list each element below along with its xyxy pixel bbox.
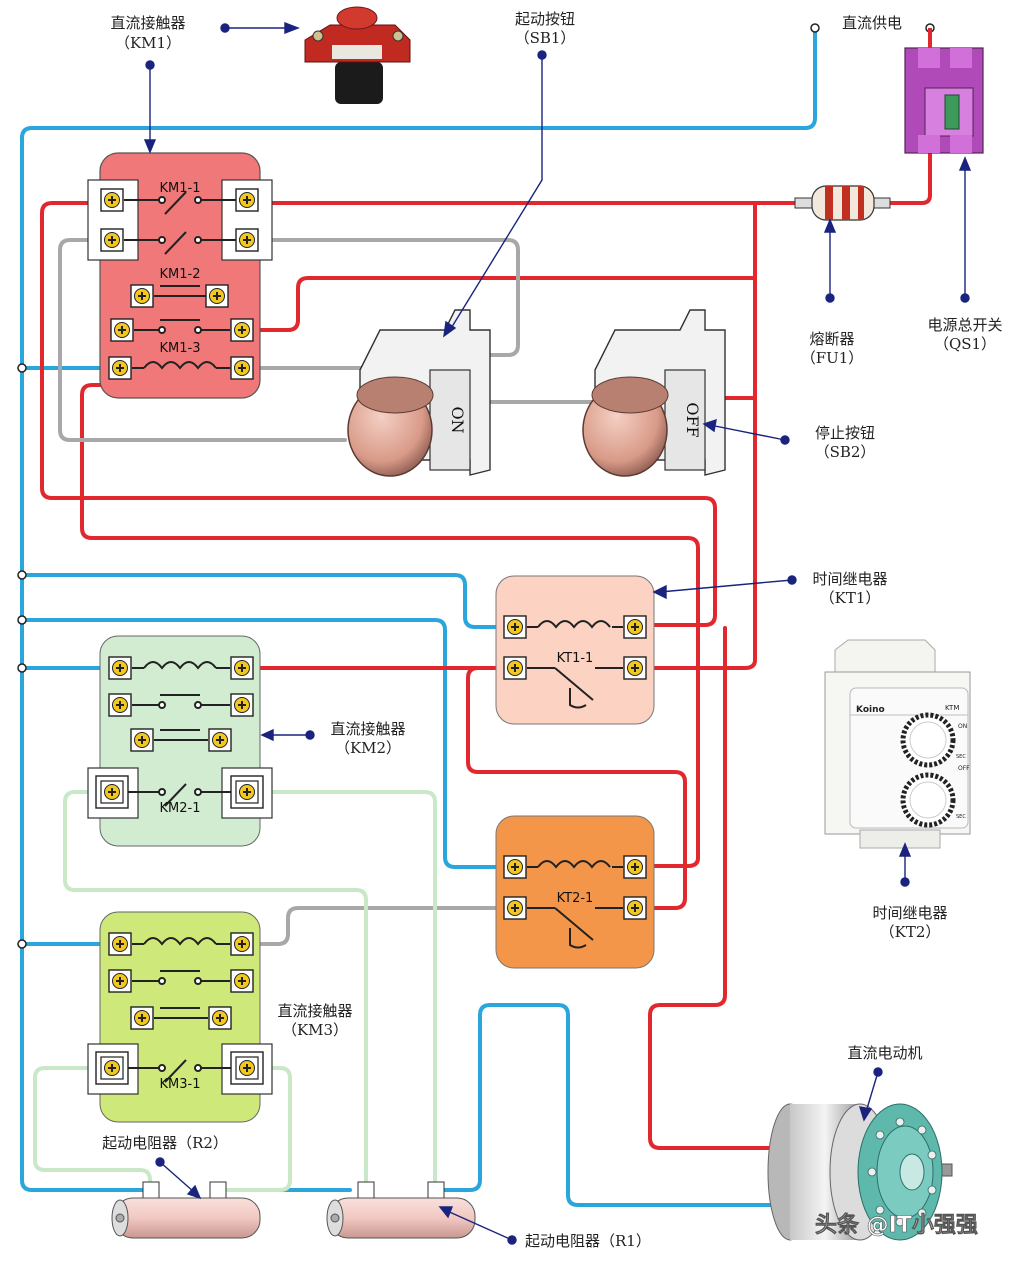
start-button-sb1: ON: [347, 309, 491, 477]
sb2-code: （SB2）: [815, 443, 876, 461]
kt2-code: （KT2）: [880, 923, 941, 941]
red-wire-km13: [243, 276, 757, 332]
off-text: OFF: [683, 402, 702, 437]
kt2-title: 时间继电器: [872, 904, 947, 922]
timer-relay-kt1: KT1-1: [495, 575, 655, 725]
gray-wire-km12: [253, 238, 520, 357]
junction-dots: [17, 23, 935, 949]
green-wire-km2-r1: [63, 790, 368, 1187]
km2-1-label: KM2-1: [160, 801, 201, 816]
component-labels: 直流接触器 （KM1） 起动按钮 （SB1） 直流供电 熔断器 （FU1） 电源…: [102, 10, 1002, 1250]
km2-title: 直流接触器: [330, 720, 405, 738]
gray-wire-km12-left: [58, 238, 347, 442]
kt1-code: （KT1）: [820, 589, 881, 607]
red-wire-kt1-kt2: [466, 666, 687, 910]
watermark: 头条 @IT小强强: [815, 1212, 978, 1238]
blue-wire-kt2: [20, 618, 517, 869]
fu1-title: 熔断器: [809, 330, 854, 348]
qs1-code: （QS1）: [934, 335, 996, 353]
timer-sec-1: SEC: [956, 754, 966, 760]
red-wire-qs1-fu1: [878, 148, 932, 205]
red-wire-bus: [633, 201, 757, 670]
timer-sec-2: SEC: [956, 814, 966, 820]
sb2-title: 停止按钮: [815, 424, 875, 442]
timer-brand: Koino: [856, 705, 885, 715]
dc-supply-label: 直流供电: [842, 14, 902, 32]
red-wire-km1-coil: [80, 383, 700, 868]
km3-1-label: KM3-1: [160, 1077, 201, 1092]
qs1-title: 电源总开关: [927, 316, 1002, 334]
on-text: ON: [448, 406, 467, 433]
km1-title: 直流接触器: [110, 14, 185, 32]
contactor-km1-photo: [304, 6, 411, 104]
green-wire-km3-r2: [33, 1066, 152, 1190]
green-wire-km3-r2b: [223, 1066, 292, 1192]
km3-title: 直流接触器: [277, 1002, 352, 1020]
km1-2-label: KM1-2: [160, 267, 201, 282]
r1-label: 起动电阻器（R1）: [525, 1232, 651, 1250]
r2-label: 起动电阻器（R2）: [102, 1134, 228, 1152]
contactor-km2: KM2-1: [87, 635, 273, 847]
km3-code: （KM3）: [282, 1021, 348, 1039]
resistor-r2: [111, 1181, 261, 1239]
km1-code: （KM1）: [115, 34, 181, 52]
km1-3-label: KM1-3: [160, 341, 201, 356]
blue-wire-main: [20, 26, 817, 1192]
gray-wire-km3-kt2: [243, 906, 517, 946]
resistor-r1: [326, 1181, 476, 1239]
timer-relay-kt2-photo: Koino KTM ON OFF SEC SEC: [824, 639, 971, 849]
stop-button-sb2: OFF: [582, 309, 726, 477]
km1-1-label: KM1-1: [160, 181, 201, 196]
timer-on: ON: [958, 723, 967, 730]
motor-title: 直流电动机: [847, 1044, 922, 1062]
sb1-title: 起动按钮: [515, 10, 575, 28]
timer-model: KTM: [945, 704, 959, 712]
blue-wire-kt1: [20, 573, 517, 629]
timer-off: OFF: [958, 765, 970, 772]
red-wire-motor: [648, 626, 792, 1150]
kt1-1-label: KT1-1: [557, 651, 594, 666]
green-wire-km2-r1b: [268, 790, 437, 1187]
fuse-fu1: [794, 185, 891, 221]
main-switch-qs1: [904, 28, 984, 154]
kt2-1-label: KT2-1: [557, 891, 594, 906]
fu1-code: （FU1）: [801, 349, 864, 367]
sb1-code: （SB1）: [515, 29, 576, 47]
callout-arrows: [143, 21, 972, 1245]
timer-relay-kt2-block: KT2-1: [495, 815, 655, 969]
contactor-km1: KM1-1 KM1-2 KM1-3: [87, 152, 273, 399]
kt1-title: 时间继电器: [812, 570, 887, 588]
dc-motor: [767, 1103, 953, 1241]
contactor-km3: KM3-1: [87, 911, 273, 1123]
km2-code: （KM2）: [335, 739, 401, 757]
wires: [20, 26, 932, 1207]
red-wire-km1-left: [40, 201, 717, 627]
